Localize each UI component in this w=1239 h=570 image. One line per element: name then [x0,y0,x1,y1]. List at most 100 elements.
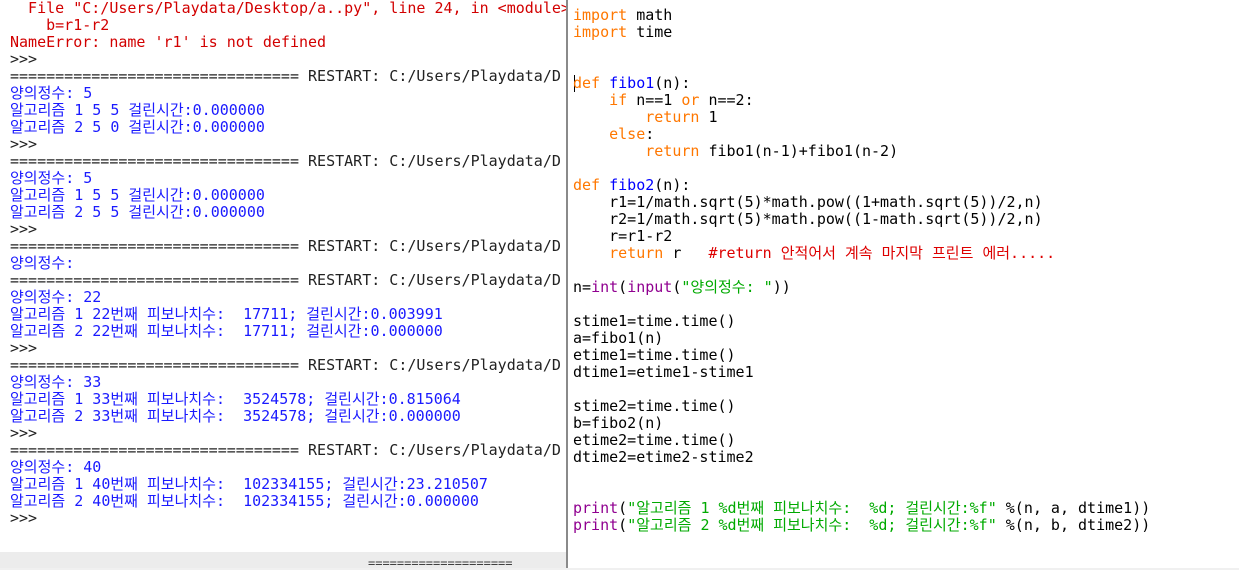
code-line: dtime1=etime1-stime1 [573,364,1150,381]
code-line [573,41,1150,58]
code-token: 1 [699,108,718,126]
code-token: ( [618,516,628,534]
shell-line: ================================ RESTART… [10,67,561,85]
shell-line: >>> [10,135,38,153]
code-token: (n): [654,176,691,194]
code-token: print [573,516,619,534]
restart-separator: ==================== [368,556,513,570]
shell-line: File "C:/Users/Playdata/Desktop/a..py", … [10,0,567,17]
shell-line: 양의정수: [10,254,75,272]
code-token [573,142,645,160]
code-token: #return 안적어서 계속 마지막 프린트 에러..... [708,244,1056,262]
code-token [600,74,609,92]
code-line: print("알고리즘 2 %d번째 피보나치수: %d; 걸린시간:%f" %… [573,517,1150,534]
code-token: import [573,6,628,24]
shell-line: 알고리즘 1 22번째 피보나치수: 17711; 걸린시간:0.003991 [10,305,443,323]
shell-line: 알고리즘 2 5 5 걸린시간:0.000000 [10,203,265,221]
code-token: n==1 [627,91,682,109]
code-token: if [609,91,628,109]
shell-line: 알고리즘 2 40번째 피보나치수: 102334155; 걸린시간:0.000… [10,492,479,510]
code-line [573,381,1150,398]
code-token: return [645,142,700,160]
code-token: r2=1/math.sqrt(5)*math.pow((1-math.sqrt(… [573,210,1043,228]
shell-line: ================================ RESTART… [10,152,561,170]
code-token: r [663,244,709,262]
code-token: time [627,23,673,41]
shell-line: ================================ RESTART… [10,441,561,459]
code-token: return [609,244,664,262]
code-token: n==2: [699,91,754,109]
code-token: else [609,125,646,143]
shell-line: 알고리즘 1 40번째 피보나치수: 102334155; 걸린시간:23.21… [10,475,488,493]
code-line [573,483,1150,500]
shell-line: 알고리즘 2 22번째 피보나치수: 17711; 걸린시간:0.000000 [10,322,443,340]
code-token: int [591,278,619,296]
code-token: r=r1-r2 [573,227,673,245]
code-line: stime2=time.time() [573,398,1150,415]
code-line: import time [573,24,1150,41]
code-token: )) [772,278,791,296]
code-token: input [627,278,673,296]
code-token: print [573,499,619,517]
code-line: b=fibo2(n) [573,415,1150,432]
code-token: : [645,125,655,143]
code-token: stime1=time.time() [573,312,736,330]
code-token: "알고리즘 1 %d번째 피보나치수: %d; 걸린시간:%f" [627,499,997,517]
code-token: ( [618,499,628,517]
text-cursor [574,75,575,92]
code-line: etime1=time.time() [573,347,1150,364]
code-token: "양의정수: " [681,278,773,296]
code-token: ( [618,278,628,296]
code-line: return fibo1(n-1)+fibo1(n-2) [573,143,1150,160]
code-token: or [681,91,700,109]
shell-line: 양의정수: 22 [10,288,102,306]
shell-line: >>> [10,339,38,357]
code-token [573,108,645,126]
code-line: def fibo1(n): [573,75,1150,92]
code-token: def [573,176,601,194]
code-line [573,160,1150,177]
shell-line: ================================ RESTART… [10,237,561,255]
code-token: etime2=time.time() [573,431,736,449]
code-token: math [627,6,673,24]
shell-line: 양의정수: 5 [10,169,93,187]
shell-line: 알고리즘 2 33번째 피보나치수: 3524578; 걸린시간:0.00000… [10,407,461,425]
code-token: (n): [654,74,691,92]
shell-line: 알고리즘 1 5 5 걸린시간:0.000000 [10,101,265,119]
code-token: stime2=time.time() [573,397,736,415]
code-line: print("알고리즘 1 %d번째 피보나치수: %d; 걸린시간:%f" %… [573,500,1150,517]
code-line: etime2=time.time() [573,432,1150,449]
code-line: import math [573,7,1150,24]
code-token: "알고리즘 2 %d번째 피보나치수: %d; 걸린시간:%f" [627,516,997,534]
shell-line: 알고리즘 1 33번째 피보나치수: 3524578; 걸린시간:0.81506… [10,390,461,408]
code-token: %(n, b, dtime2)) [996,516,1151,534]
shell-line: 양의정수: 5 [10,84,93,102]
code-token [573,244,609,262]
code-token: b=fibo2(n) [573,414,664,432]
code-token: return [645,108,700,126]
code-line: r1=1/math.sqrt(5)*math.pow((1+math.sqrt(… [573,194,1150,211]
code-line: return r #return 안적어서 계속 마지막 프린트 에러..... [573,245,1150,262]
code-line [573,262,1150,279]
code-token: n= [573,278,592,296]
code-token: fibo2 [609,176,655,194]
code-token: import [573,23,628,41]
python-shell-window[interactable]: File "C:/Users/Playdata/Desktop/a..py", … [0,0,567,552]
code-line: else: [573,126,1150,143]
shell-line: b=r1-r2 [10,16,110,34]
shell-line: 양의정수: 33 [10,373,102,391]
code-line: return 1 [573,109,1150,126]
code-token: fibo1 [609,74,655,92]
code-line: a=fibo1(n) [573,330,1150,347]
code-token [600,176,609,194]
code-line: n=int(input("양의정수: ")) [573,279,1150,296]
code-line: def fibo2(n): [573,177,1150,194]
code-line: dtime2=etime2-stime2 [573,449,1150,466]
shell-line: >>> [10,509,38,527]
code-token: a=fibo1(n) [573,329,664,347]
code-line [573,58,1150,75]
shell-output[interactable]: File "C:/Users/Playdata/Desktop/a..py", … [10,0,567,527]
shell-line: 알고리즘 1 5 5 걸린시간:0.000000 [10,186,265,204]
